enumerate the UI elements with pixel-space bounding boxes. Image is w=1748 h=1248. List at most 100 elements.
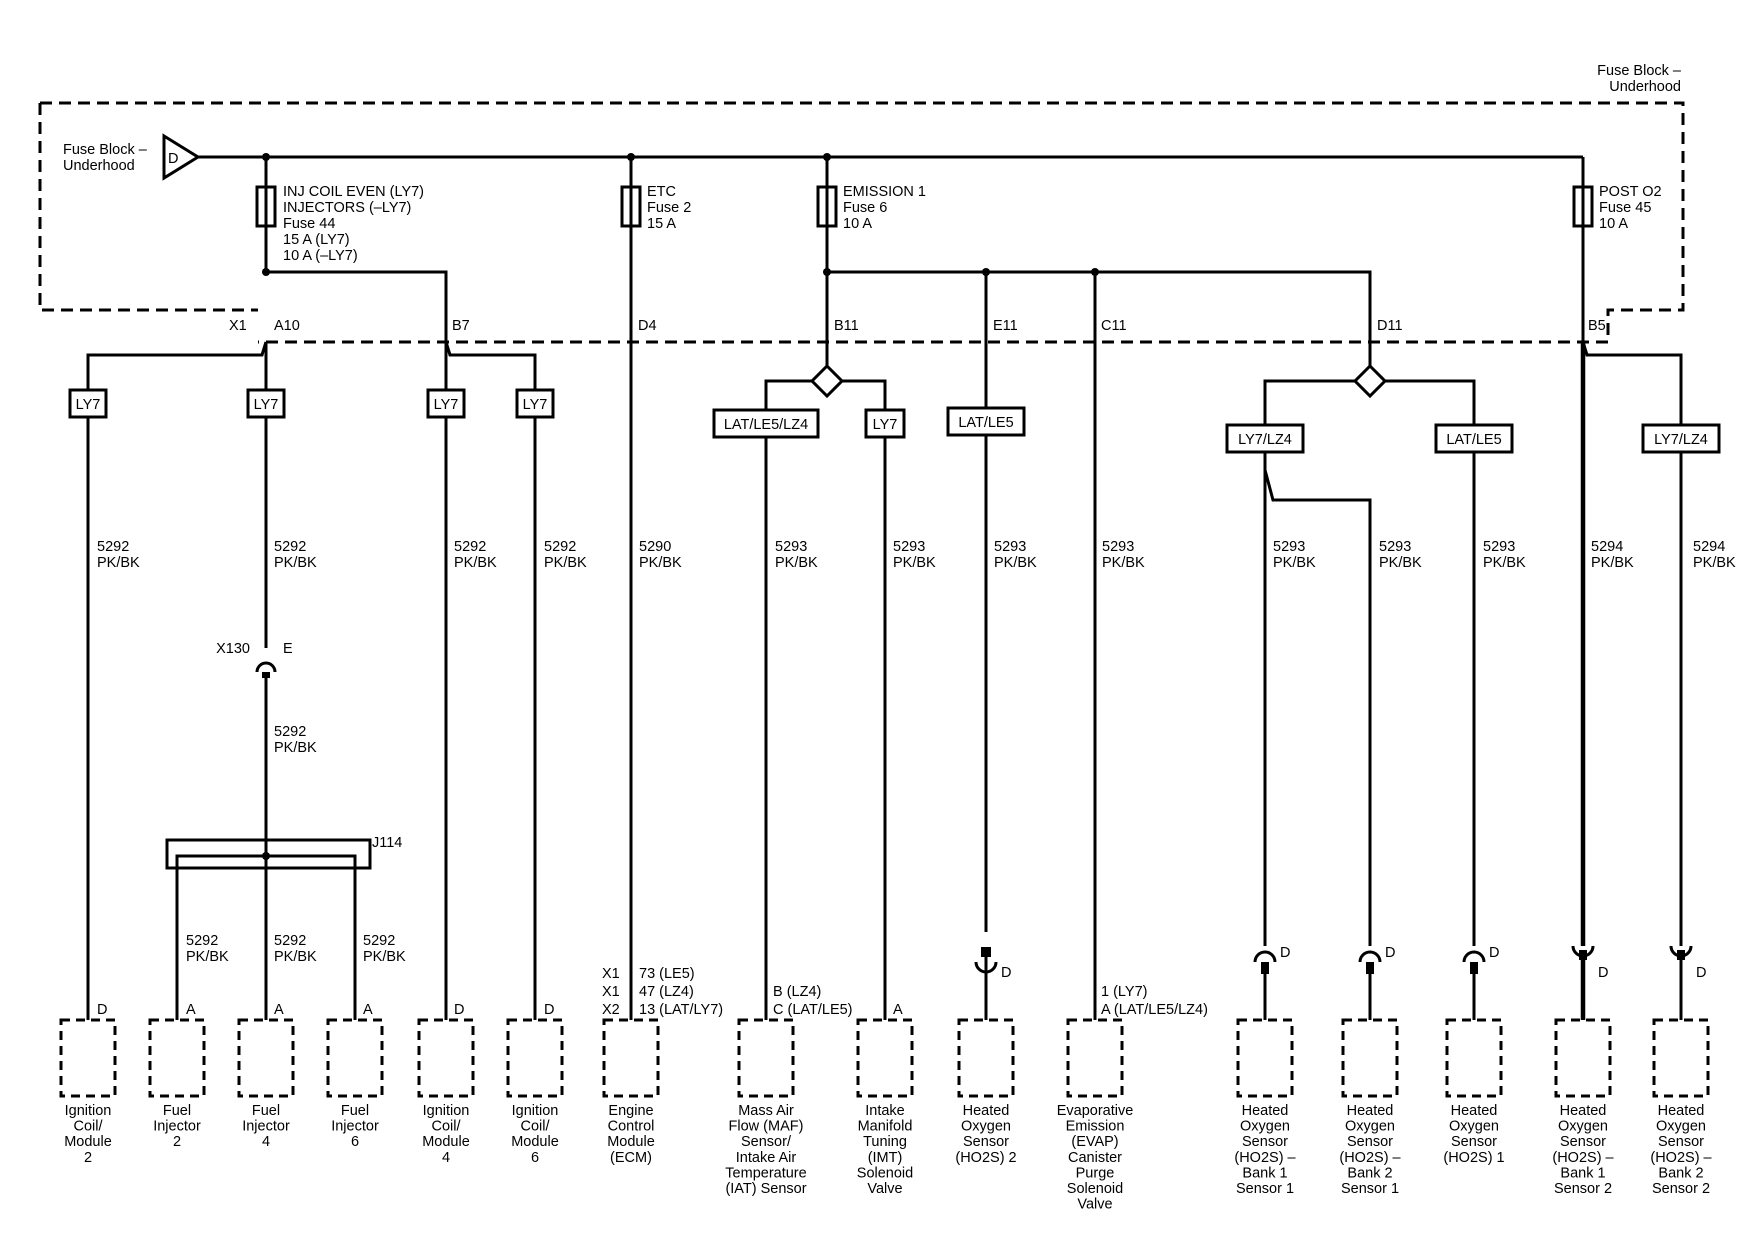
component-name-line: 6	[351, 1134, 359, 1150]
component-name-line: Fuel	[252, 1103, 280, 1119]
evap-pin-label: 1 (LY7)	[1101, 984, 1147, 1000]
connector-d4-label: D4	[638, 318, 657, 334]
component-name-line: Oxygen	[1345, 1119, 1395, 1135]
component-name-line: 4	[262, 1134, 270, 1150]
component-name-line: Injector	[242, 1119, 290, 1135]
connector-d11-label: D11	[1377, 318, 1403, 334]
component-ho2s-bank2-sensor2	[1652, 1018, 1710, 1098]
component-name-line: Oxygen	[1240, 1119, 1290, 1135]
ecm-pin-label: 73 (LE5)	[639, 966, 695, 982]
pin-label: D	[1598, 965, 1608, 981]
fuse-44-line-1: INJ COIL EVEN (LY7)	[283, 184, 424, 200]
component-name-line: Intake Air	[736, 1150, 797, 1166]
component-name-line: Ignition	[423, 1103, 470, 1119]
wire-circuit-number: 5293	[1483, 539, 1515, 555]
component-name-line: Valve	[867, 1181, 902, 1197]
component-name-line: Heated	[1347, 1103, 1394, 1119]
component-name-line: Sensor	[1560, 1134, 1606, 1150]
wire-color: PK/BK	[274, 555, 317, 571]
component-name-line: 2	[84, 1150, 92, 1166]
pin-label: A	[186, 1002, 196, 1018]
wire-color: PK/BK	[544, 555, 587, 571]
ecm-pin-label: 47 (LZ4)	[639, 984, 694, 1000]
component-ho2s-2	[957, 1018, 1015, 1098]
component-name-line: Sensor 1	[1236, 1181, 1294, 1197]
component-name-line: Flow (MAF)	[729, 1119, 804, 1135]
component-name-line: Oxygen	[1449, 1119, 1499, 1135]
ecm-pin-label: 13 (LAT/LY7)	[639, 1002, 723, 1018]
wire-circuit-number: 5292	[97, 539, 129, 555]
component-name-line: Temperature	[725, 1165, 806, 1181]
component-name-line: 2	[173, 1134, 181, 1150]
component-fuel-injector-2	[148, 1018, 206, 1098]
component-name-line: Sensor	[1451, 1134, 1497, 1150]
component-name-line: Module	[607, 1134, 655, 1150]
ecm-connector-label: X1	[602, 984, 620, 1000]
component-name-line: Oxygen	[1558, 1119, 1608, 1135]
maf-pin-label: C (LAT/LE5)	[773, 1002, 853, 1018]
splice-j114: J114	[165, 835, 402, 1020]
option-box-ly7	[515, 388, 555, 419]
wire-color: PK/BK	[639, 555, 682, 571]
component-name-line: Heated	[1560, 1103, 1607, 1119]
option-label: LY7	[254, 397, 279, 413]
component-name-line: Evaporative	[1057, 1103, 1134, 1119]
ecm-connector-label: X2	[602, 1002, 620, 1018]
pin-label: D	[1385, 945, 1395, 961]
component-evap-purge-valve	[1066, 1018, 1124, 1098]
wire-color: PK/BK	[1693, 555, 1736, 571]
component-name-line: (HO2S) 2	[955, 1150, 1016, 1166]
pin-label: D	[1280, 945, 1290, 961]
wire-circuit-number: 5292	[363, 933, 395, 949]
fuse-6-line-1: EMISSION 1	[843, 184, 926, 200]
component-name-line: Manifold	[858, 1119, 913, 1135]
wire-color: PK/BK	[775, 555, 818, 571]
splice-label: J114	[372, 835, 402, 851]
wire-color: PK/BK	[1102, 555, 1145, 571]
connector-c11-label: C11	[1101, 318, 1127, 334]
component-name-line: Sensor 1	[1341, 1181, 1399, 1197]
wire-circuit-number: 5292	[274, 933, 306, 949]
connector-b11-label: B11	[834, 318, 859, 334]
component-pin-labels: D A A A D D X1 73 (LE5) X1 47 (LZ4) X2 1…	[97, 966, 1208, 1018]
sensor-connectors: D D D D D D	[974, 945, 1706, 1020]
fuse-6-line-2: Fuse 6	[843, 200, 887, 216]
connector-x1-label: X1	[229, 318, 247, 334]
pin-label: D	[1001, 965, 1011, 981]
option-box-lat-le5	[1434, 423, 1514, 454]
component-name-line: Heated	[1658, 1103, 1705, 1119]
wire-circuit-number: 5290	[639, 539, 671, 555]
wire-circuit-number: 5294	[1591, 539, 1623, 555]
component-name-line: (HO2S) 1	[1443, 1150, 1504, 1166]
evap-pin-label: A (LAT/LE5/LZ4)	[1101, 1002, 1208, 1018]
component-name-line: Bank 2	[1658, 1165, 1703, 1181]
component-imt-solenoid-valve	[856, 1018, 914, 1098]
component-name-line: Valve	[1077, 1197, 1112, 1213]
option-box-ly7-lz4	[1641, 423, 1721, 454]
connector-b5-label: B5	[1588, 318, 1606, 334]
component-name-line: 6	[531, 1150, 539, 1166]
wire-circuit-number: 5294	[1693, 539, 1725, 555]
component-name-line: Sensor	[963, 1134, 1009, 1150]
component-name-line: Ignition	[65, 1103, 112, 1119]
fuse-6-line-3: 10 A	[843, 216, 872, 232]
inline-connector-x130: X130 E	[216, 641, 293, 678]
component-ecm	[602, 1018, 660, 1098]
component-ignition-coil-4	[417, 1018, 475, 1098]
component-name-line: (HO2S) –	[1339, 1150, 1401, 1166]
component-name-line: Bank 1	[1560, 1165, 1605, 1181]
component-ignition-coil-2	[59, 1018, 117, 1098]
pin-label: D	[1489, 945, 1499, 961]
pin-label: A	[363, 1002, 373, 1018]
component-name-line: Bank 1	[1242, 1165, 1287, 1181]
wire-circuit-number: 5293	[893, 539, 925, 555]
component-name-line: Oxygen	[1656, 1119, 1706, 1135]
component-name-line: Canister	[1068, 1150, 1122, 1166]
component-ho2s-1	[1445, 1018, 1503, 1098]
option-label: LAT/LE5/LZ4	[724, 417, 808, 433]
option-box-lat-le5-lz4	[712, 408, 820, 439]
component-name-line: Sensor	[1347, 1134, 1393, 1150]
connector-e11-label: E11	[993, 318, 1018, 334]
power-feed-symbol	[162, 133, 201, 181]
connector-b7-label: B7	[452, 318, 470, 334]
